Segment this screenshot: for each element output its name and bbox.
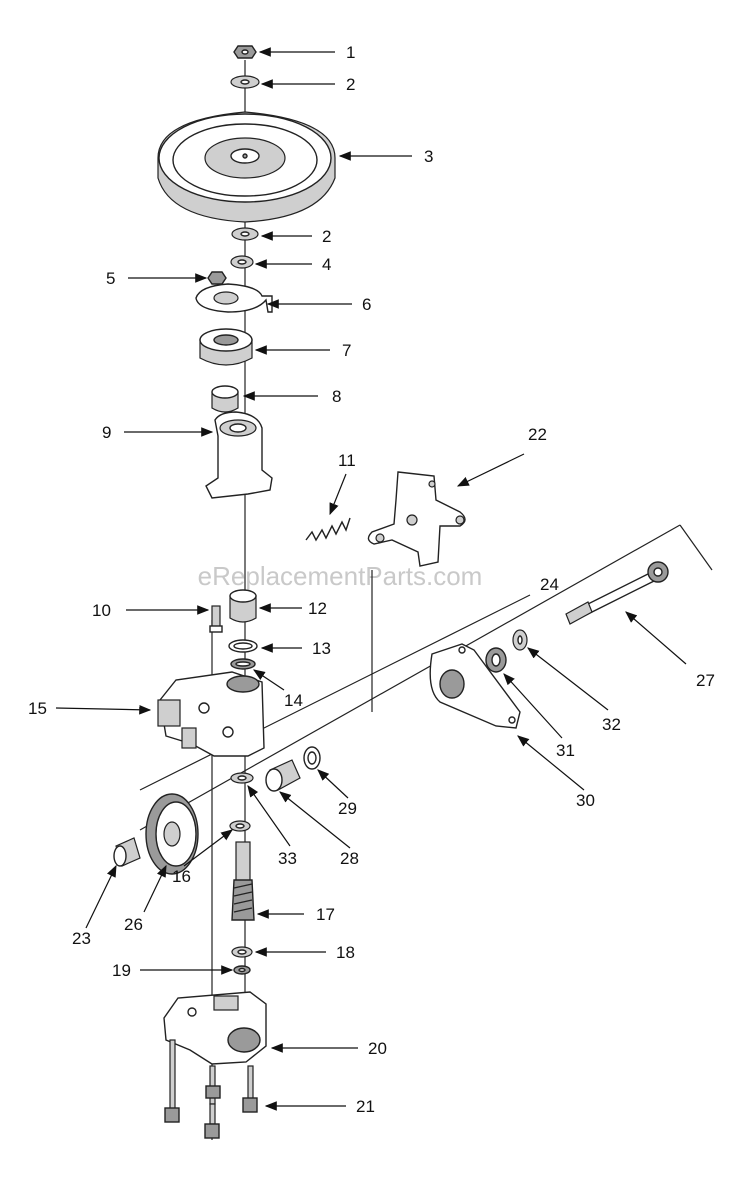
callout-26: 26	[124, 915, 143, 934]
callout-9: 9	[102, 423, 111, 442]
callout-2-top: 2	[346, 75, 355, 94]
callout-24: 24	[540, 575, 559, 594]
part-32-washer	[512, 629, 528, 651]
part-6-bracket	[195, 283, 273, 313]
part-13-ring	[228, 639, 258, 653]
part-14-ring	[230, 658, 256, 670]
callout-12: 12	[308, 599, 327, 618]
part-23-bushing	[113, 837, 141, 867]
leader-lines	[55, 47, 687, 1111]
part-7-bearing	[199, 328, 253, 366]
callout-29: 29	[338, 799, 357, 818]
callout-19: 19	[112, 961, 131, 980]
callout-20: 20	[368, 1039, 387, 1058]
callout-18: 18	[336, 943, 355, 962]
callout-3: 3	[424, 147, 433, 166]
part-11-spring	[305, 517, 351, 542]
part-33-washer	[230, 772, 254, 784]
part-2-washer-top	[230, 75, 260, 89]
part-9-lever-bracket	[205, 411, 273, 499]
callout-7: 7	[342, 341, 351, 360]
callout-8: 8	[332, 387, 341, 406]
callout-32: 32	[602, 715, 621, 734]
callout-13: 13	[312, 639, 331, 658]
part-1-nut	[233, 45, 257, 59]
part-19-washer	[233, 965, 251, 975]
callout-17: 17	[316, 905, 335, 924]
part-4-washer	[230, 255, 254, 269]
part-15-housing	[157, 671, 265, 757]
callout-16: 16	[172, 867, 191, 886]
part-12-sleeve	[229, 589, 257, 623]
callout-22: 22	[528, 425, 547, 444]
watermark-text: eReplacementParts.com	[198, 561, 483, 591]
part-18-washer	[231, 946, 253, 958]
axis-right-end	[679, 524, 713, 571]
part-21-bolts	[164, 1039, 258, 1139]
part-2-washer-lower	[231, 227, 259, 241]
part-3-pulley	[157, 111, 336, 223]
callout-23: 23	[72, 929, 91, 948]
part-26-gear	[145, 793, 199, 875]
part-31-bushing	[485, 647, 507, 673]
part-20-lower-housing	[163, 991, 267, 1065]
part-28-bushing	[265, 759, 301, 792]
part-16-washer	[229, 820, 251, 832]
callout-11: 11	[338, 451, 356, 470]
callout-30: 30	[576, 791, 595, 810]
part-27-shaft	[565, 561, 669, 625]
callout-33: 33	[278, 849, 297, 868]
callout-31: 31	[556, 741, 575, 760]
callout-27: 27	[696, 671, 715, 690]
callout-5: 5	[106, 269, 115, 288]
part-22-bracket	[367, 471, 466, 567]
callout-4: 4	[322, 255, 331, 274]
part-17-worm-shaft	[231, 841, 255, 921]
part-29-ring	[303, 746, 321, 770]
part-30-plate	[429, 643, 521, 729]
callout-14: 14	[284, 691, 303, 710]
callout-labels: 1 2 3 2 4 5 6 7 8 9 11 22 24 10 12 13 14…	[28, 43, 715, 1116]
part-8-bushing	[211, 385, 239, 413]
callout-15: 15	[28, 699, 47, 718]
diagonal-axis-line	[139, 524, 681, 831]
callout-1: 1	[346, 43, 355, 62]
callout-2-lower: 2	[322, 227, 331, 246]
callout-6: 6	[362, 295, 371, 314]
callout-28: 28	[340, 849, 359, 868]
diagonal-axis-upper	[139, 594, 531, 791]
callout-10: 10	[92, 601, 111, 620]
part-10-bolt	[209, 605, 223, 633]
part-5-nut	[207, 271, 227, 285]
callout-21: 21	[356, 1097, 375, 1116]
